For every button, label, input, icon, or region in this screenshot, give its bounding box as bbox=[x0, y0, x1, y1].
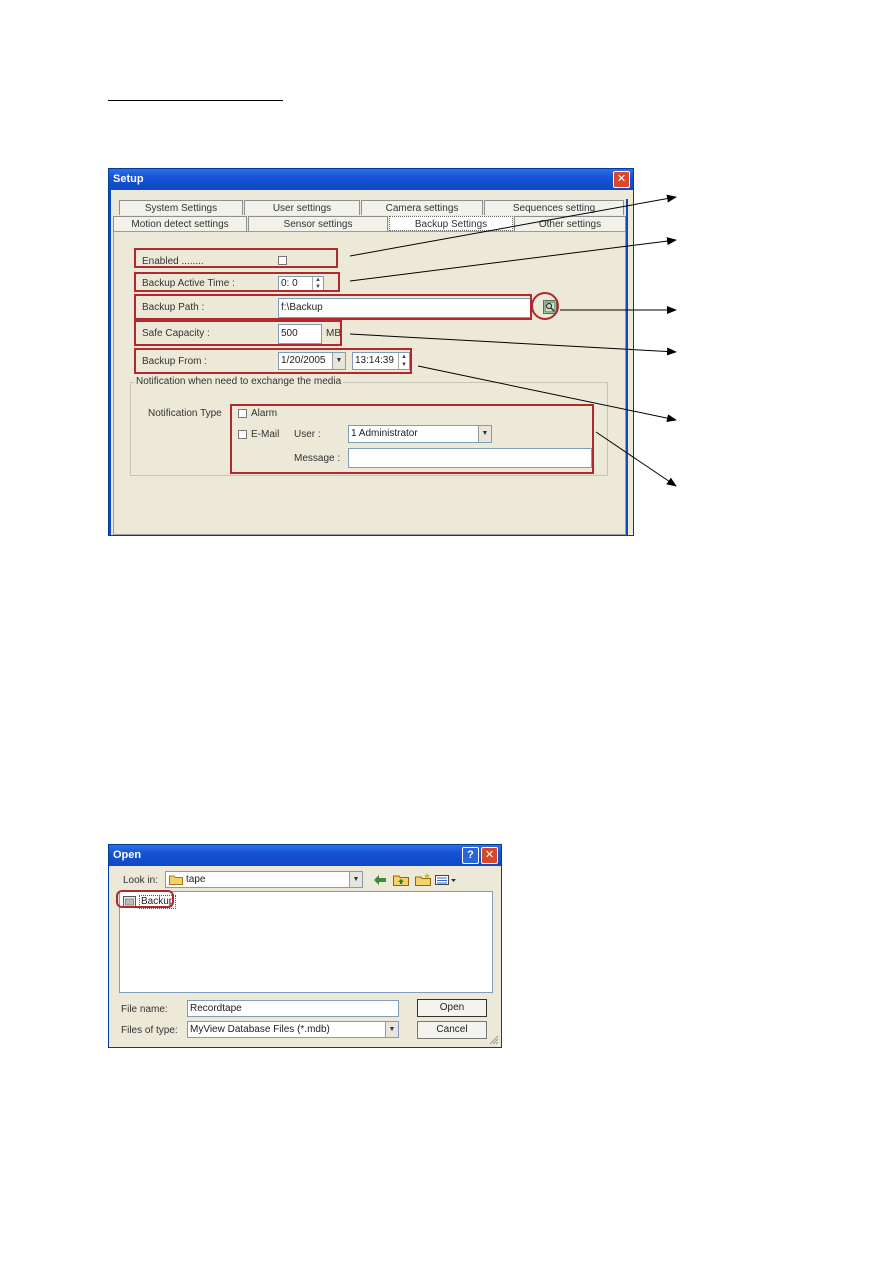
notification-type-label: Notification Type bbox=[148, 408, 222, 419]
setup-window: Setup ✕ System Settings User settings Ca… bbox=[108, 168, 634, 536]
new-folder-icon[interactable] bbox=[415, 873, 431, 886]
backup-from-time-value: 13:14:39 bbox=[355, 355, 394, 366]
look-in-select[interactable]: tape ▼ bbox=[165, 871, 363, 888]
file-name-label: File name: bbox=[121, 1004, 168, 1015]
files-of-type-select[interactable]: MyView Database Files (*.mdb) ▼ bbox=[187, 1021, 399, 1038]
look-in-label: Look in: bbox=[123, 875, 159, 886]
annotation-safe-capacity bbox=[134, 320, 342, 346]
notification-group bbox=[130, 382, 608, 476]
open-title: Open bbox=[113, 849, 142, 861]
file-list[interactable]: Backup bbox=[119, 891, 493, 993]
arrow-notification bbox=[595, 431, 677, 487]
spinner-icon[interactable]: ▲▼ bbox=[398, 353, 409, 369]
cancel-button[interactable]: Cancel bbox=[417, 1021, 487, 1039]
arrow-enabled bbox=[349, 194, 677, 257]
safe-capacity-field[interactable]: 500 bbox=[278, 324, 322, 344]
safe-capacity-unit: MB bbox=[326, 328, 341, 339]
annotation-backup-from bbox=[134, 348, 412, 374]
close-icon[interactable]: ✕ bbox=[613, 171, 630, 188]
enabled-checkbox[interactable] bbox=[278, 256, 287, 265]
active-time-value: 0: 0 bbox=[281, 278, 298, 289]
annotation-backup-item bbox=[116, 890, 174, 908]
email-checkbox[interactable] bbox=[238, 430, 247, 439]
backup-path-value: f:\Backup bbox=[281, 302, 323, 313]
alarm-checkbox[interactable] bbox=[238, 409, 247, 418]
view-menu-icon[interactable] bbox=[435, 874, 457, 886]
file-name-field[interactable]: Recordtape bbox=[187, 1000, 399, 1017]
list-item-label: Backup bbox=[139, 895, 177, 909]
tab-camera-settings[interactable]: Camera settings bbox=[361, 200, 483, 215]
annotation-browse-circle bbox=[531, 292, 559, 320]
tab-user-settings[interactable]: User settings bbox=[244, 200, 360, 215]
active-time-label: Backup Active Time : bbox=[142, 278, 235, 289]
backup-from-date-value: 1/20/2005 bbox=[281, 355, 326, 366]
tab-sensor-settings[interactable]: Sensor settings bbox=[248, 216, 388, 231]
safe-capacity-label: Safe Capacity : bbox=[142, 328, 210, 339]
setup-titlebar[interactable]: Setup ✕ bbox=[109, 169, 633, 190]
backup-settings-panel: Enabled ........ Backup Active Time : 0:… bbox=[113, 231, 626, 535]
message-label: Message : bbox=[294, 453, 341, 464]
user-select-value: 1 Administrator bbox=[351, 428, 418, 439]
files-of-type-label: Files of type: bbox=[121, 1025, 178, 1036]
files-of-type-value: MyView Database Files (*.mdb) bbox=[190, 1024, 330, 1035]
backup-from-time[interactable]: 13:14:39 ▲▼ bbox=[352, 352, 410, 370]
dropdown-arrow-icon[interactable]: ▼ bbox=[349, 872, 362, 887]
close-icon[interactable]: ✕ bbox=[481, 847, 498, 864]
backup-from-label: Backup From : bbox=[142, 356, 208, 367]
tab-sequences-setting[interactable]: Sequences setting bbox=[484, 200, 624, 215]
arrow-active-time bbox=[349, 237, 677, 282]
folder-icon bbox=[169, 875, 183, 885]
email-label: E-Mail bbox=[251, 429, 280, 440]
dropdown-arrow-icon[interactable]: ▼ bbox=[385, 1022, 398, 1037]
arrow-backup-from bbox=[417, 365, 677, 423]
window-left-edge bbox=[109, 190, 111, 535]
backup-path-label: Backup Path : bbox=[142, 302, 205, 313]
safe-capacity-value: 500 bbox=[281, 328, 298, 339]
open-dialog: Open ? ✕ Look in: tape ▼ Ba bbox=[108, 844, 502, 1048]
setup-title: Setup bbox=[113, 173, 144, 185]
user-select[interactable]: 1 Administrator ▼ bbox=[348, 425, 492, 443]
look-in-value: tape bbox=[186, 874, 206, 885]
annotation-active-time bbox=[134, 272, 340, 292]
up-folder-icon[interactable] bbox=[393, 873, 409, 886]
file-name-value: Recordtape bbox=[190, 1003, 242, 1014]
tab-system-settings[interactable]: System Settings bbox=[119, 200, 243, 215]
dropdown-arrow-icon[interactable]: ▼ bbox=[478, 426, 491, 442]
annotation-enabled bbox=[134, 248, 338, 268]
tab-motion-detect-settings[interactable]: Motion detect settings bbox=[113, 216, 247, 231]
window-right-edge bbox=[626, 199, 628, 535]
backup-from-date[interactable]: 1/20/2005 ▼ bbox=[278, 352, 346, 370]
enabled-label: Enabled ........ bbox=[142, 256, 204, 267]
notification-group-title: Notification when need to exchange the m… bbox=[134, 376, 344, 387]
back-icon[interactable] bbox=[373, 874, 387, 886]
tab-backup-settings[interactable]: Backup Settings bbox=[389, 216, 513, 231]
resize-grip-icon[interactable] bbox=[489, 1035, 499, 1045]
section-heading-underline bbox=[108, 90, 283, 101]
open-button[interactable]: Open bbox=[417, 999, 487, 1017]
arrow-safe-capacity bbox=[349, 333, 677, 356]
spinner-icon[interactable]: ▲▼ bbox=[312, 277, 323, 291]
user-label: User : bbox=[294, 429, 321, 440]
annotation-notification bbox=[230, 404, 594, 474]
help-icon[interactable]: ? bbox=[462, 847, 479, 864]
alarm-label: Alarm bbox=[251, 408, 278, 419]
dropdown-arrow-icon[interactable]: ▼ bbox=[332, 353, 345, 369]
message-field[interactable] bbox=[348, 448, 592, 468]
open-titlebar[interactable]: Open ? ✕ bbox=[109, 845, 501, 866]
